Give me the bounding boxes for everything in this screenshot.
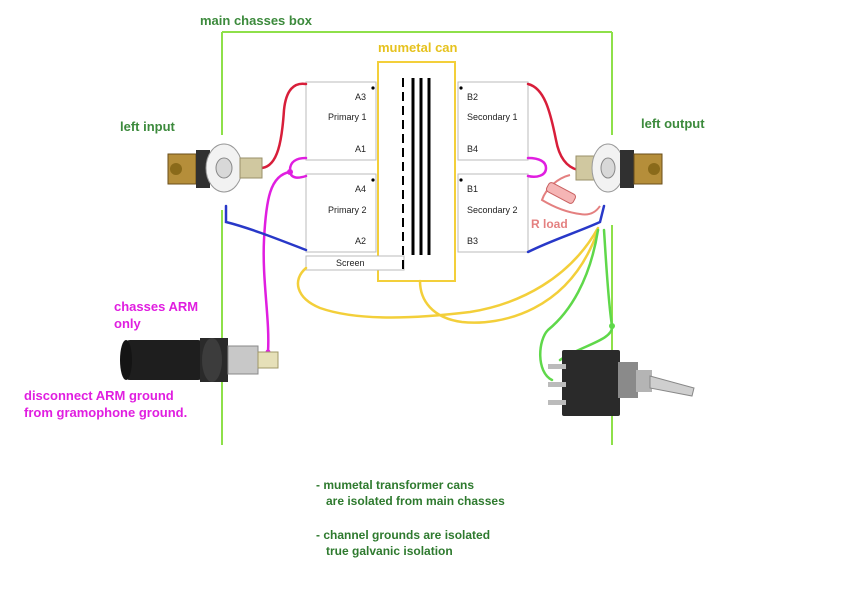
primary-2-winding (305, 173, 377, 253)
secondary-1-winding (457, 81, 529, 161)
note-2-line1: - channel grounds are isolated (316, 528, 490, 542)
left-input-rca-jack (167, 143, 263, 193)
pin-b3: B3 (467, 236, 478, 246)
pin-a4: A4 (355, 184, 366, 194)
left-input-label: left input (120, 119, 176, 134)
arm-ground-binding-post (120, 338, 279, 382)
secondary-2-winding (457, 173, 529, 253)
primary-1-label: Primary 1 (328, 112, 367, 122)
primary-2-label: Primary 2 (328, 205, 367, 215)
screen-label: Screen (336, 258, 365, 268)
arm-label-line1: chasses ARM (114, 299, 198, 314)
main-chassis-box (221, 31, 613, 445)
left-output-label: left output (641, 116, 705, 131)
transformer-core (402, 78, 431, 270)
primary-windings: A3 Primary 1 A1 A4 Primary 2 A2 Screen (305, 81, 405, 271)
wires (224, 82, 615, 382)
r-load-resistor: R load (531, 174, 601, 231)
note-2-line2: true galvanic isolation (326, 544, 453, 558)
pin-a2: A2 (355, 236, 366, 246)
arm-label-line2: only (114, 316, 141, 331)
primary-1-winding (305, 81, 377, 161)
mumetal-can (377, 61, 456, 282)
note-1-line1: - mumetal transformer cans (316, 478, 474, 492)
disconnect-label-line1: disconnect ARM ground (24, 388, 174, 403)
pin-a3: A3 (355, 92, 366, 102)
mumetal-can-label: mumetal can (378, 40, 458, 55)
pin-b4: B4 (467, 144, 478, 154)
secondary-1-label: Secondary 1 (467, 112, 518, 122)
disconnect-label-line2: from gramophone ground. (24, 405, 187, 420)
secondary-2-label: Secondary 2 (467, 205, 518, 215)
secondary-windings: B2 Secondary 1 B4 B1 Secondary 2 B3 (457, 81, 529, 253)
ground-toggle-switch (548, 350, 695, 416)
r-load-label: R load (531, 217, 568, 231)
pin-b2: B2 (467, 92, 478, 102)
left-output-rca-jack (575, 143, 663, 193)
pin-a1: A1 (355, 144, 366, 154)
pin-b1: B1 (467, 184, 478, 194)
main-box-label: main chasses box (200, 13, 313, 28)
note-1-line2: are isolated from main chasses (326, 494, 505, 508)
